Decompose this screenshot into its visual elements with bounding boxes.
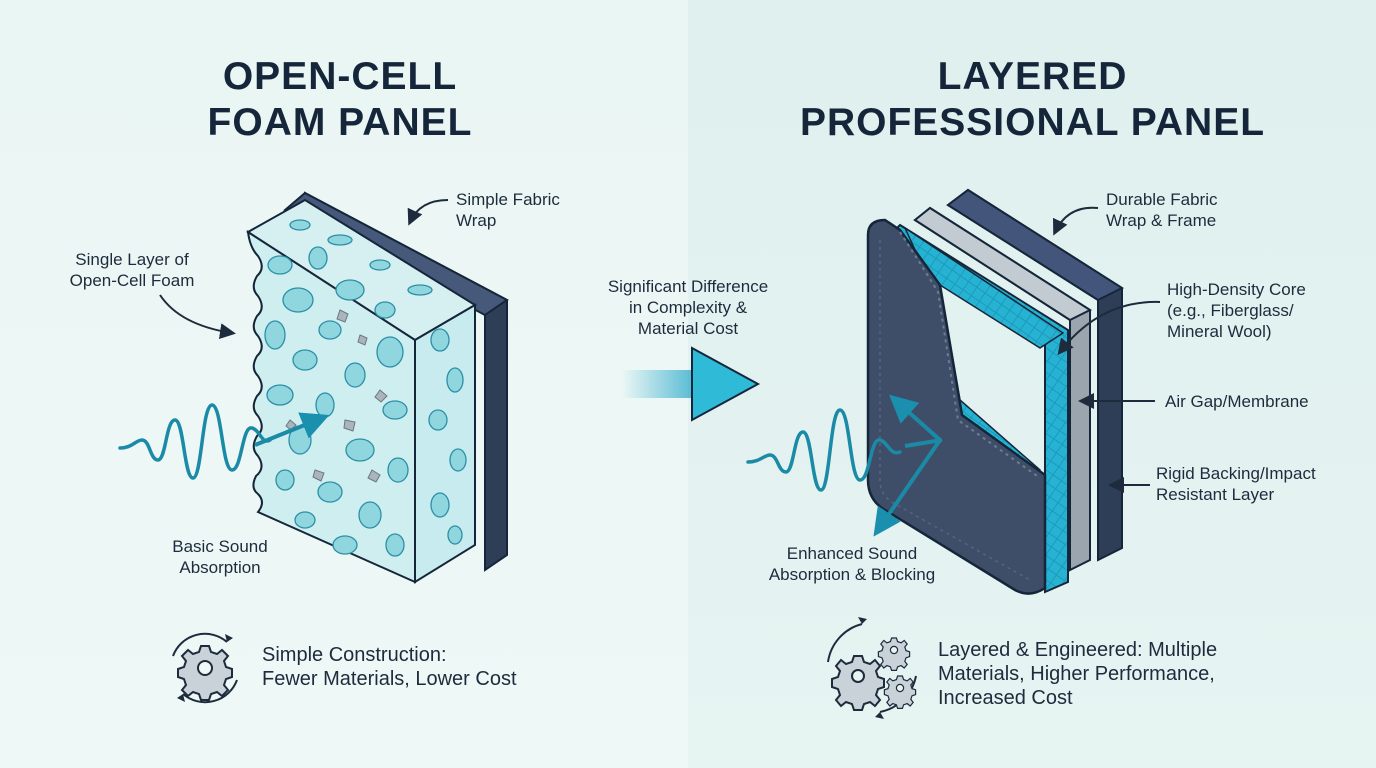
difference-note-line-3: Material Cost [637,319,739,338]
left-footer-line-1: Simple Construction: [262,644,447,666]
right-title: LAYERED PROFESSIONAL PANEL [760,54,1305,146]
right-footer-line-3: Increased Cost [938,687,1073,709]
basic-absorption-label-line-1: Basic Sound [172,537,268,556]
sound-wave-icon [118,403,330,480]
sound-wave-icon [746,394,943,537]
fabric-frame-pointer [1053,206,1099,236]
core-label-line-3: Mineral Wool) [1167,322,1272,341]
core-label-line-2: (e.g., Fiberglass/ [1167,301,1294,320]
fabric-wrap-label: Simple Fabric Wrap [456,189,560,231]
foam-layer-label-line-2: Open-Cell Foam [69,271,195,290]
backing-label: Rigid Backing/Impact Resistant Layer [1156,463,1316,505]
fabric-wrap-label-line-2: Wrap [456,211,497,230]
core-label: High-Density Core (e.g., Fiberglass/ Min… [1167,279,1306,342]
right-panel-background [688,0,1376,768]
left-title: OPEN-CELL FOAM PANEL [140,54,540,146]
left-footer-line-2: Fewer Materials, Lower Cost [262,668,517,690]
enhanced-absorption-label: Enhanced Sound Absorption & Blocking [742,543,962,585]
difference-note-line-1: Significant Difference [607,277,769,296]
gear-cycle-icon [172,632,238,704]
backing-label-line-2: Resistant Layer [1156,485,1275,504]
left-title-line-2: FOAM PANEL [207,101,473,144]
fabric-wrap-pointer [407,199,449,226]
difference-note: Significant Difference in Complexity & M… [583,276,793,339]
fabric-wrap-label-line-1: Simple Fabric [456,190,560,209]
basic-absorption-label-line-2: Absorption [179,558,261,577]
enhanced-absorption-label-line-1: Enhanced Sound [786,544,918,563]
foam-panel-illustration [246,191,509,584]
backing-label-line-1: Rigid Backing/Impact [1156,464,1316,483]
layered-panel-illustration [866,188,1125,595]
right-footer-text: Layered & Engineered: Multiple Materials… [938,638,1217,710]
right-title-line-2: PROFESSIONAL PANEL [799,101,1266,144]
foam-layer-label: Single Layer of Open-Cell Foam [52,249,212,291]
right-footer-line-1: Layered & Engineered: Multiple [938,639,1218,661]
basic-absorption-label: Basic Sound Absorption [140,536,300,578]
right-footer-line-2: Materials, Higher Performance, [938,663,1215,685]
foam-layer-label-line-1: Single Layer of [75,250,189,269]
fabric-frame-label-line-2: Wrap & Frame [1106,211,1217,230]
air-gap-label: Air Gap/Membrane [1165,391,1309,412]
arrow-icon [622,346,761,422]
core-label-line-1: High-Density Core [1167,280,1306,299]
core-pointer [1057,300,1161,356]
enhanced-absorption-label-line-2: Absorption & Blocking [768,565,936,584]
foam-layer-pointer [159,294,236,340]
right-title-line-1: LAYERED [937,55,1128,98]
difference-note-line-2: in Complexity & [628,298,748,317]
fabric-frame-label: Durable Fabric Wrap & Frame [1106,189,1218,231]
left-title-line-1: OPEN-CELL [222,55,458,98]
fabric-frame-label-line-1: Durable Fabric [1106,190,1218,209]
multi-gear-icon [827,617,917,719]
left-footer-text: Simple Construction: Fewer Materials, Lo… [262,643,517,691]
air-gap-label-line-1: Air Gap/Membrane [1165,392,1309,411]
